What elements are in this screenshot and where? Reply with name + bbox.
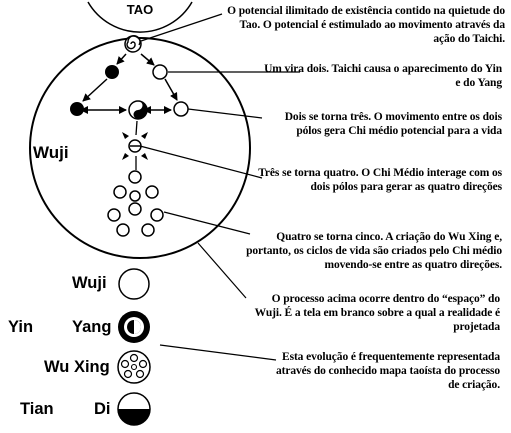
legend-tian-label: Tian [20,400,54,418]
note-four: Três se torna quatro. O Chi Médio intera… [258,167,502,193]
legend-yang-label: Yang [72,318,112,336]
note-wuji-space: O processo acima ocorre dentro do “espaç… [254,293,500,333]
legend-yin-yang-symbol [118,311,150,343]
note-five: Quatro se torna cinco. A criação do Wu X… [246,231,502,271]
taichi-icon [128,100,148,120]
spiral-icon [124,35,142,53]
tao-circle [87,1,193,33]
legend-wuji-label: Wuji [72,274,107,292]
pointer-lines [139,13,300,361]
legend-wuxing-label: Wu Xing [44,358,110,376]
legend-tian-di-symbol [117,392,151,426]
five-circles [107,202,164,237]
middle-chi-star [122,132,148,160]
note-tao: O potencial ilimitado de existência cont… [227,5,505,45]
yang-dot-three [173,101,189,117]
note-two: Um vira dois. Taichi causa o apareciment… [264,63,502,89]
legend-di-label: Di [94,400,111,418]
note-three: Dois se torna três. O movimento entre os… [284,111,502,137]
note-map: Esta evolução é frequentemente represent… [275,351,500,391]
legend-yin-label: Yin [8,318,34,336]
wuji-circle [29,37,251,259]
tao-label: TAO [126,2,154,17]
wuji-label: Wuji [33,143,69,162]
yin-dot-two [105,65,119,79]
legend-wuji-circle [118,268,150,300]
four-circles [113,170,159,202]
yang-dot-two [152,64,168,80]
yin-dot-three [70,102,84,116]
legend-wuxing-symbol [117,350,151,384]
